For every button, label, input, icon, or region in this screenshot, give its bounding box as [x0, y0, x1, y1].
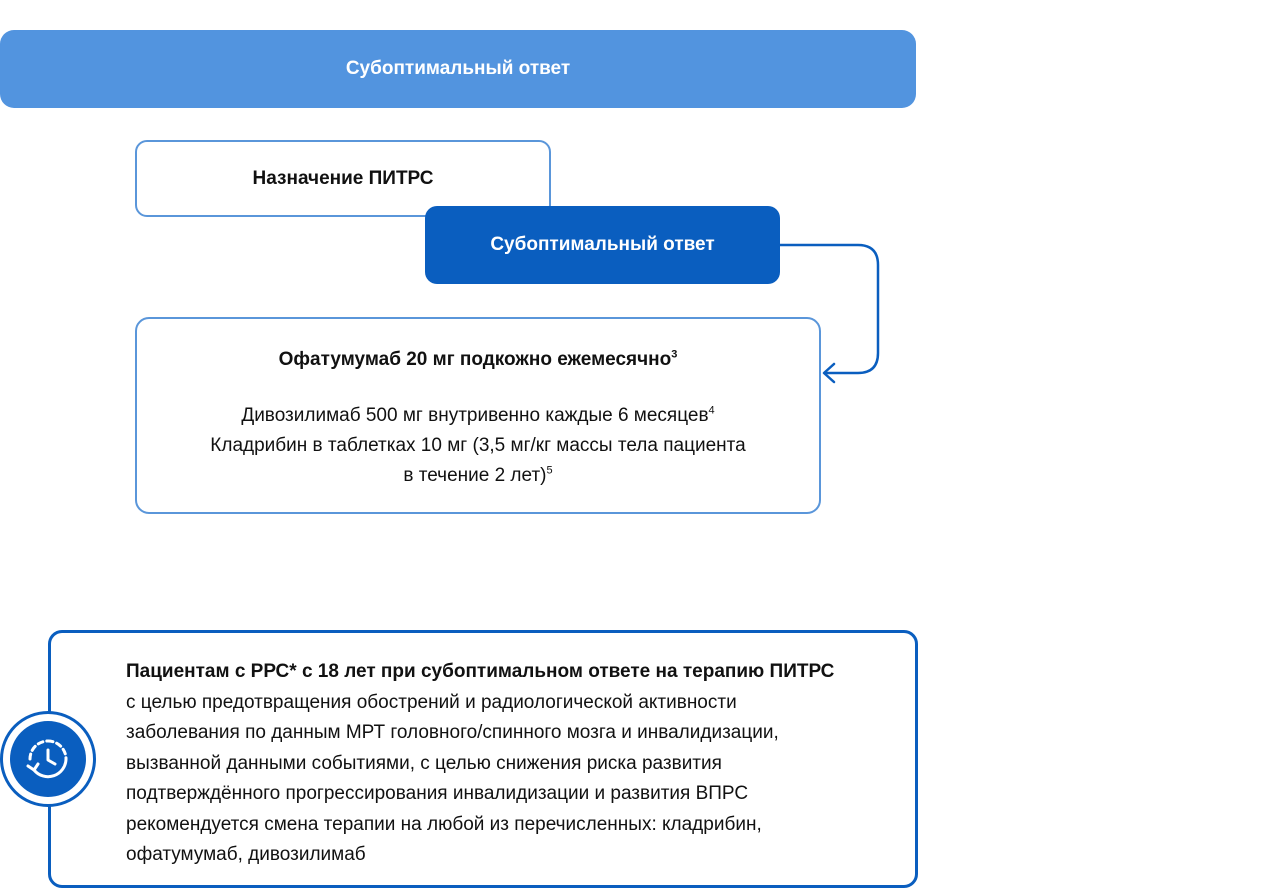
- suboptimal-response-label: Субоптимальный ответ: [490, 234, 715, 255]
- therapy-option-line: Дивозилимаб 500 мг внутривенно каждые 6 …: [241, 401, 714, 431]
- clock-refresh-icon: [10, 721, 86, 797]
- recommendation-line: рекомендуется смена терапии на любой из …: [126, 813, 762, 835]
- therapy-line2-text: Кладрибин в таблетках 10 мг (3,5 мг/кг м…: [210, 435, 746, 456]
- assign-pitrs-label: Назначение ПИТРС: [252, 167, 434, 189]
- recommendation-line: вызванной данными событиями, с целью сни…: [126, 752, 722, 774]
- recommendation-line: с целью предотвращения обострений и ради…: [126, 691, 737, 713]
- therapy-option-line: Кладрибин в таблетках 10 мг (3,5 мг/кг м…: [210, 431, 745, 461]
- therapy-line3-text: в течение 2 лет): [403, 465, 547, 486]
- therapy-main-ref: 3: [671, 348, 678, 361]
- therapy-line1-ref: 4: [708, 404, 715, 417]
- therapy-options-box: Офатумумаб 20 мг подкожно ежемесячно3 Ди…: [135, 317, 821, 514]
- recommendation-line: офатумумаб, дивозилимаб: [126, 844, 366, 865]
- recommendation-line: подтверждённого прогрессирования инвалид…: [126, 783, 749, 804]
- recommendation-box: Пациентам с РРС* с 18 лет при субоптимал…: [48, 630, 918, 888]
- therapy-main-text: Офатумумаб 20 мг подкожно ежемесячно: [278, 349, 672, 370]
- top-banner-label: Субоптимальный ответ: [345, 58, 571, 79]
- recommendation-line: заболевания по данным МРТ головного/спин…: [126, 722, 779, 743]
- recommendation-heading: Пациентам с РРС* с 18 лет при субоптимал…: [126, 661, 835, 682]
- therapy-main-option: Офатумумаб 20 мг подкожно ежемесячно3: [279, 345, 678, 375]
- top-banner: Субоптимальный ответ: [0, 30, 916, 108]
- clock-refresh-badge: [0, 711, 96, 807]
- suboptimal-response-box: Субоптимальный ответ: [425, 206, 780, 284]
- therapy-line1-text: Дивозилимаб 500 мг внутривенно каждые 6 …: [241, 405, 709, 426]
- therapy-option-line: в течение 2 лет)5: [403, 461, 552, 491]
- therapy-line3-ref: 5: [546, 464, 553, 477]
- assign-pitrs-box: Назначение ПИТРС: [135, 140, 551, 217]
